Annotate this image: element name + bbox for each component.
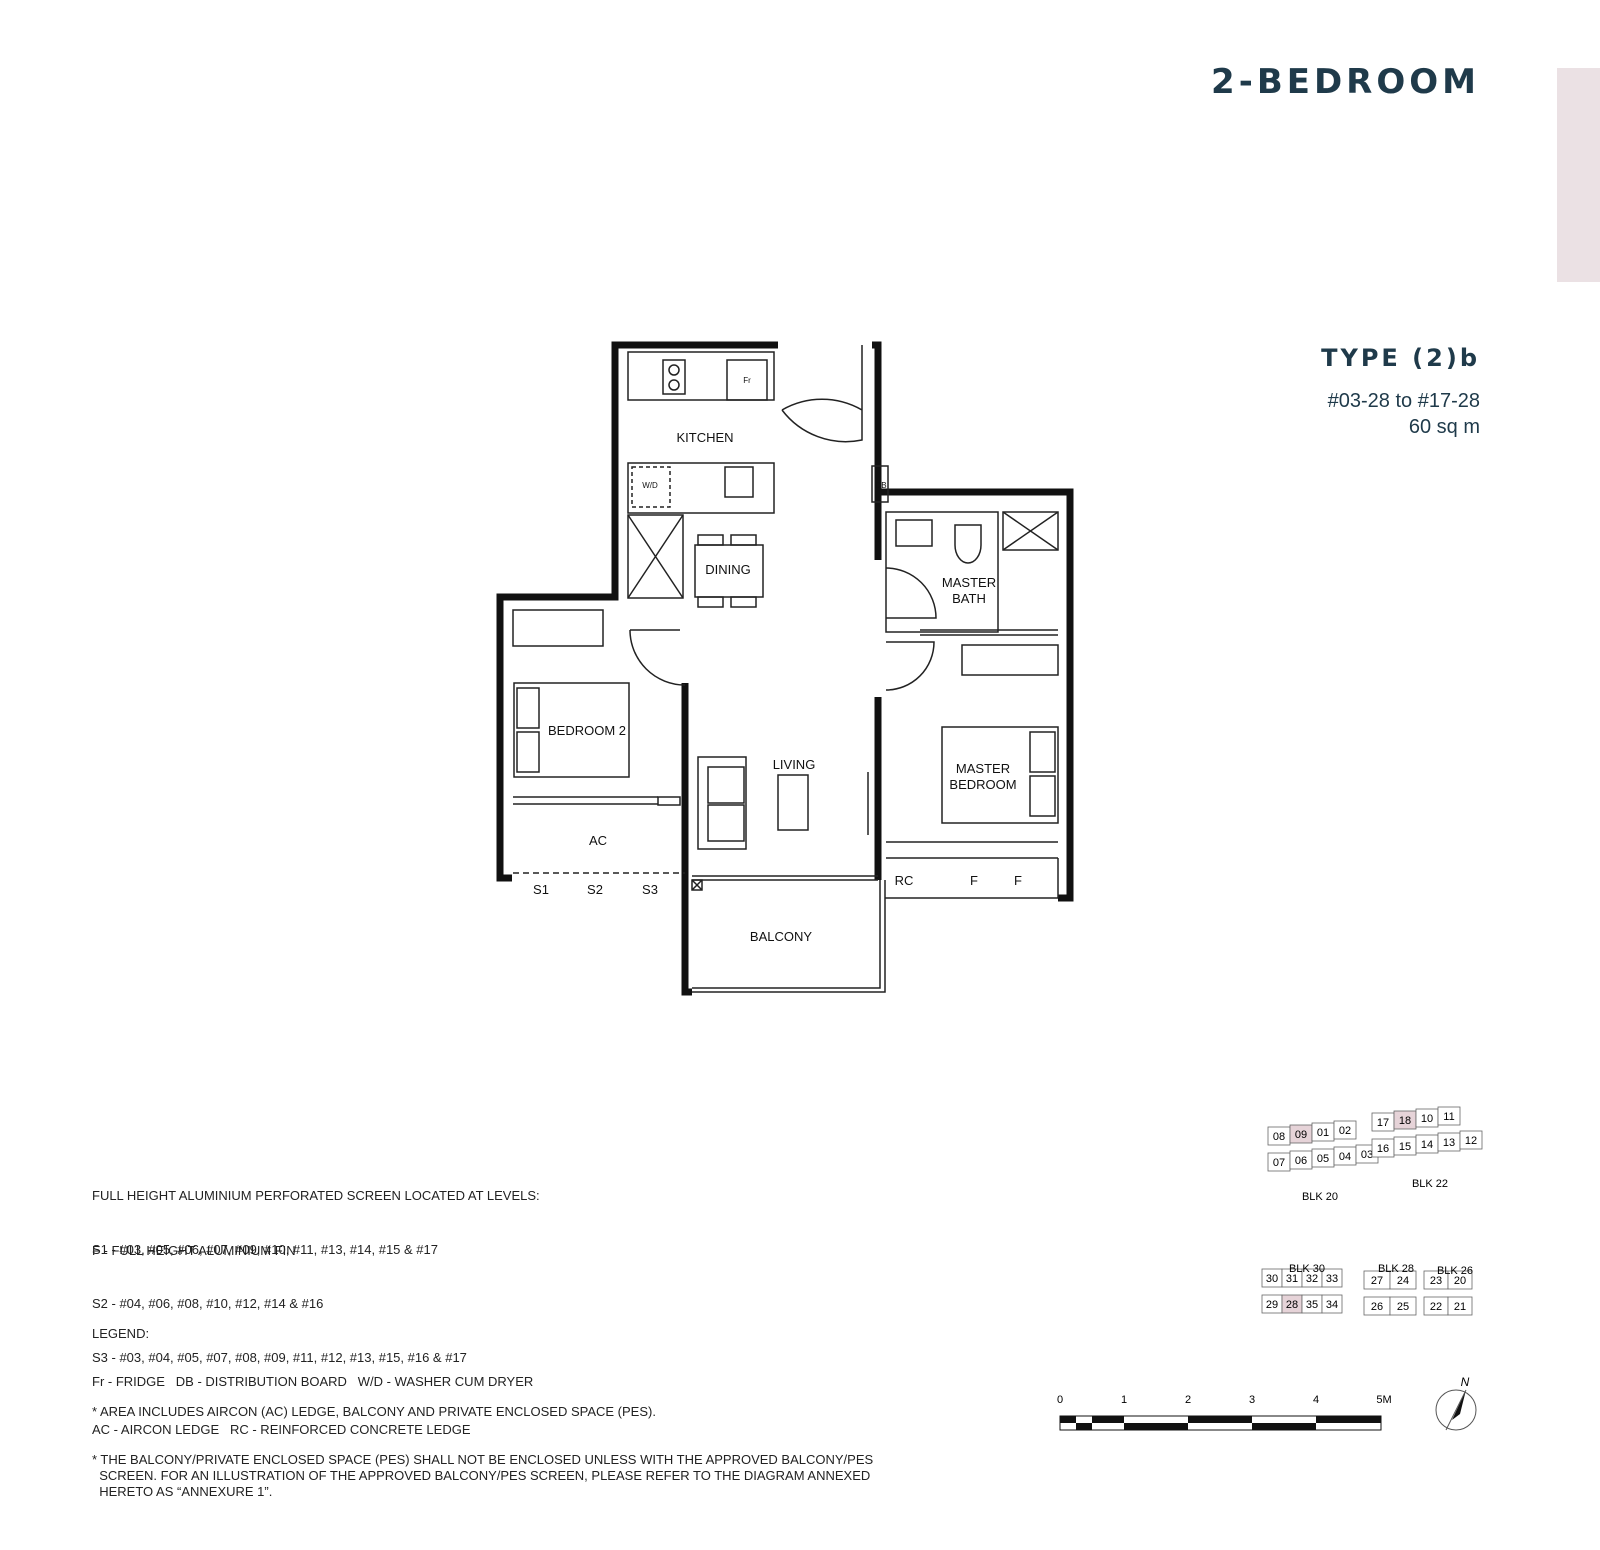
key-plan-unit-label: 12 — [1465, 1135, 1477, 1147]
legend-heading: LEGEND: — [92, 1326, 150, 1341]
key-plan-block-label: BLK 28 — [1378, 1263, 1414, 1275]
key-plan-unit — [1321, 1268, 1343, 1288]
key-plan-unit-label: 18 — [1399, 1115, 1411, 1127]
label-fin: F — [970, 873, 978, 888]
label-wd: W/D — [642, 481, 658, 490]
key-plan-unit-label: 32 — [1306, 1273, 1318, 1285]
scale-tick: 2 — [1185, 1394, 1191, 1406]
label-fin: F — [1014, 873, 1022, 888]
key-plan-unit-label: 34 — [1326, 1299, 1338, 1311]
key-plan-unit-label: 04 — [1339, 1151, 1351, 1163]
unit-area: 60 sq m — [1408, 416, 1480, 438]
label-dining: DINING — [705, 562, 751, 577]
key-plan-unit — [1321, 1294, 1343, 1314]
label-s3: S3 — [642, 882, 658, 897]
key-plan-unit-label: 11 — [1443, 1111, 1454, 1123]
side-tab — [1557, 68, 1600, 282]
label-ac: AC — [589, 833, 607, 848]
label-master-bath: MASTER — [942, 575, 996, 590]
label-master-bedroom-2: BEDROOM — [949, 777, 1016, 792]
key-plan-unit-label: 25 — [1397, 1301, 1409, 1313]
key-plan-unit — [1447, 1296, 1473, 1316]
key-plan-unit-label: 06 — [1295, 1155, 1307, 1167]
label-rc: RC — [895, 873, 914, 888]
key-plan-unit-label: 33 — [1326, 1273, 1338, 1285]
label-master-bedroom: MASTER — [956, 761, 1010, 776]
scale-tick: 5M — [1376, 1394, 1391, 1406]
key-plan-unit-label: 08 — [1273, 1131, 1285, 1143]
label-db: DB — [875, 481, 886, 490]
label-bedroom-2: BEDROOM 2 — [548, 723, 626, 738]
key-plan-unit — [1333, 1120, 1357, 1140]
key-plan-unit-label: 16 — [1377, 1143, 1389, 1155]
screen-notes: FULL HEIGHT ALUMINIUM PERFORATED SCREEN … — [92, 1151, 540, 1385]
key-plan-unit-label: 01 — [1317, 1127, 1329, 1139]
key-plan-unit-label: 03 — [1361, 1149, 1373, 1161]
key-plan-unit-label: 28 — [1286, 1299, 1298, 1311]
key-plan-unit-label: 30 — [1266, 1273, 1278, 1285]
disclaimer: * THE BALCONY/PRIVATE ENCLOSED SPACE (PE… — [92, 1452, 874, 1499]
screen-s1: S1 - #03, #05, #06, #07, #09, #10, #11, … — [92, 1242, 438, 1257]
scale-tick: 3 — [1249, 1394, 1255, 1406]
key-plan-unit-label: 07 — [1273, 1157, 1285, 1169]
screen-s3: S3 - #03, #04, #05, #07, #08, #09, #11, … — [92, 1350, 467, 1365]
key-plan-unit-label: 22 — [1430, 1301, 1442, 1313]
compass-north-label: N — [1461, 1375, 1470, 1389]
key-plan-unit — [1389, 1296, 1417, 1316]
key-plan-unit-label: 35 — [1306, 1299, 1318, 1311]
label-fridge: Fr — [743, 376, 751, 385]
key-plan-block-label: BLK 26 — [1437, 1265, 1473, 1277]
key-plan-unit — [1459, 1130, 1483, 1150]
key-plan-unit-label: 09 — [1295, 1129, 1307, 1141]
key-plan-block-label: BLK 22 — [1412, 1178, 1448, 1190]
key-plan-block-label: BLK 20 — [1302, 1191, 1338, 1203]
fin-note: F - FULL HEIGHT ALUMINIUM FIN — [92, 1243, 296, 1258]
screen-s2: S2 - #04, #06, #08, #10, #12, #14 & #16 — [92, 1296, 324, 1311]
key-plan-unit-label: 17 — [1377, 1117, 1389, 1129]
key-plan-unit-label: 23 — [1430, 1275, 1442, 1287]
unit-range: #03-28 to #17-28 — [1327, 390, 1480, 412]
label-kitchen: KITCHEN — [676, 430, 733, 445]
key-plan-unit-label: 27 — [1371, 1275, 1383, 1287]
wall-left — [496, 341, 778, 882]
key-plan-unit-label: 29 — [1266, 1299, 1278, 1311]
key-plan-unit-label: 14 — [1421, 1139, 1433, 1151]
unit-type: TYPE (2)b — [1321, 344, 1480, 372]
key-plan-unit-label: 15 — [1399, 1141, 1411, 1153]
scale-tick: 0 — [1057, 1394, 1063, 1406]
key-plan-unit-label: 31 — [1286, 1273, 1298, 1285]
key-plan-unit — [1447, 1270, 1473, 1290]
scale-tick: 4 — [1313, 1394, 1319, 1406]
key-plan-unit-label: 02 — [1339, 1125, 1351, 1137]
unit-info: #03-28 to #17-28 60 sq m — [1328, 388, 1480, 440]
page-title: 2-BEDROOM — [1211, 62, 1480, 102]
key-plan-unit-label: 10 — [1421, 1113, 1433, 1125]
scale-bar: 0 1 2 3 4 5M — [1057, 1394, 1392, 1431]
key-plan-unit-label: 05 — [1317, 1153, 1329, 1165]
key-plan-unit-label: 20 — [1454, 1275, 1466, 1287]
legend-line: Fr - FRIDGE DB - DISTRIBUTION BOARD W/D … — [92, 1374, 534, 1389]
legend: LEGEND: Fr - FRIDGE DB - DISTRIBUTION BO… — [92, 1294, 533, 1454]
key-plan-unit-label: 24 — [1397, 1275, 1409, 1287]
label-s2: S2 — [587, 882, 603, 897]
label-balcony: BALCONY — [750, 929, 812, 944]
legend-line: AC - AIRCON LEDGE RC - REINFORCED CONCRE… — [92, 1422, 471, 1437]
key-plan-unit — [1437, 1106, 1461, 1126]
compass-icon: N — [1435, 1375, 1477, 1431]
wall-right — [872, 341, 1074, 902]
disclaimers: * AREA INCLUDES AIRCON (AC) LEDGE, BALCO… — [92, 1372, 873, 1516]
key-plan-unit — [1389, 1270, 1417, 1290]
label-master-bath-2: BATH — [952, 591, 986, 606]
label-living: LIVING — [773, 757, 816, 772]
screen-heading: FULL HEIGHT ALUMINIUM PERFORATED SCREEN … — [92, 1188, 540, 1203]
key-plan-unit-label: 21 — [1454, 1301, 1466, 1313]
key-plan-unit-label: 13 — [1443, 1137, 1455, 1149]
wall-balcony-left — [681, 683, 692, 996]
disclaimer: * AREA INCLUDES AIRCON (AC) LEDGE, BALCO… — [92, 1404, 656, 1419]
key-plan-block-label: BLK 30 — [1289, 1263, 1325, 1275]
label-s1: S1 — [533, 882, 549, 897]
scale-tick: 1 — [1121, 1394, 1127, 1406]
key-plan-unit-label: 26 — [1371, 1301, 1383, 1313]
